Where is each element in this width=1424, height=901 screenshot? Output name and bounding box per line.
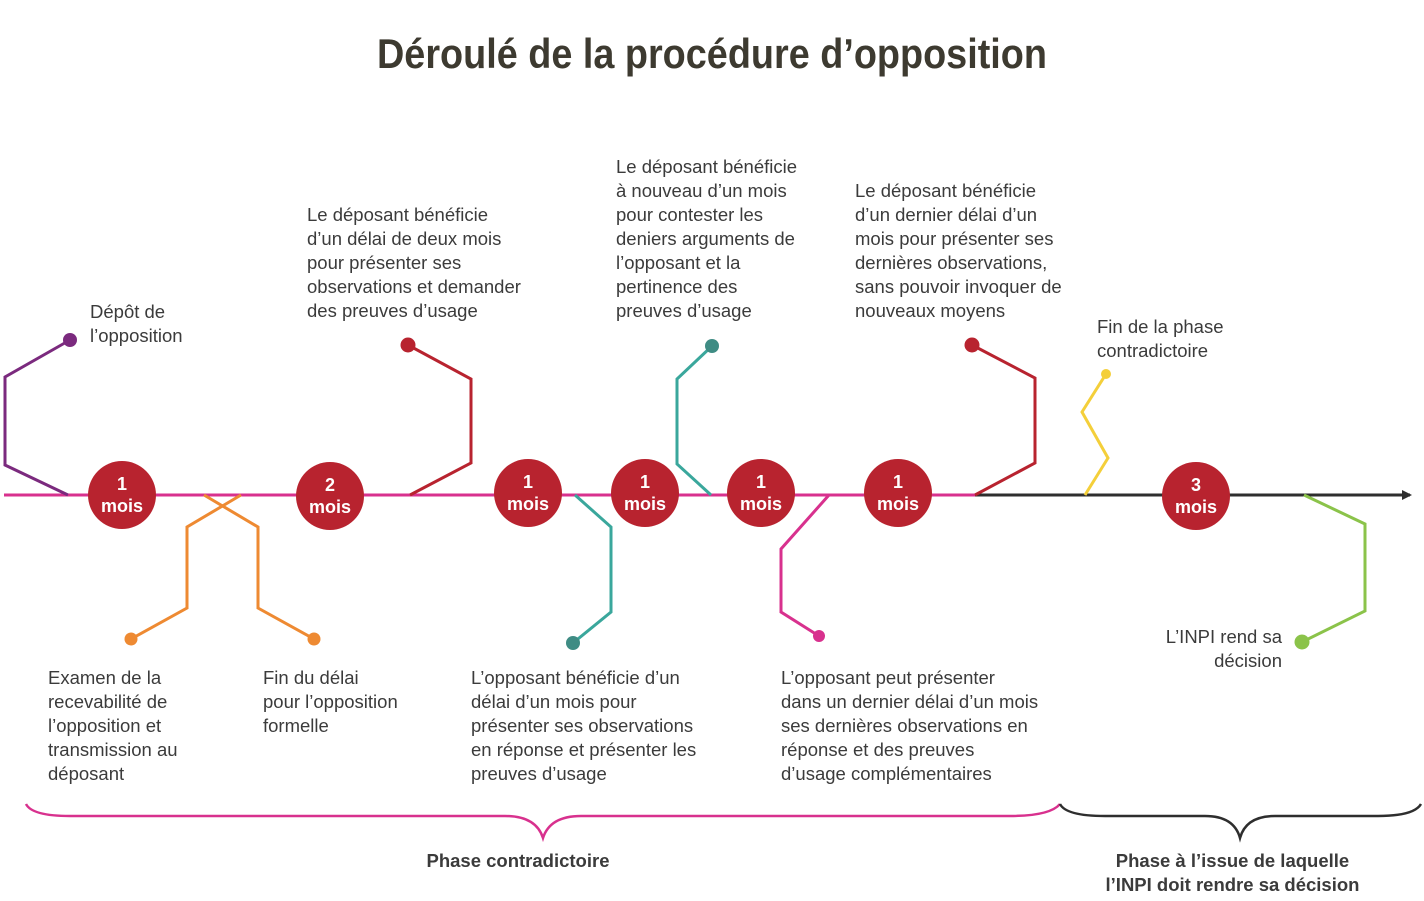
- connector-opposant-un-mois: [572, 493, 613, 645]
- badge-number: 1: [639, 472, 650, 492]
- badge-number: 2: [324, 475, 335, 495]
- phase-label-decision: Phase à l’issue de laquelle l’INPI doit …: [1105, 850, 1360, 895]
- event-label-deposant-dernier: Le déposant bénéficie d’un dernier délai…: [855, 180, 1062, 321]
- duration-badge: 1 mois: [88, 461, 156, 529]
- marker-dot-opposant-un-mois: [566, 636, 580, 650]
- marker-dot-fin-phase: [1101, 369, 1111, 379]
- page-title: Déroulé de la procédure d’opposition: [377, 30, 1047, 77]
- badge-number: 1: [116, 474, 127, 494]
- event-label-opposant-un-mois: L’opposant bénéficie d’un délai d’un moi…: [471, 667, 697, 784]
- connector-opposant-dernier: [779, 494, 831, 638]
- marker-dot-depot: [63, 333, 77, 347]
- marker-dot-inpi-decision: [1294, 634, 1310, 650]
- event-label-inpi-decision: L’INPI rend sa décision: [1165, 626, 1282, 671]
- badge-number: 3: [1190, 475, 1201, 495]
- badge-number: 1: [892, 472, 903, 492]
- duration-badge: 3 mois: [1162, 462, 1230, 530]
- connector-inpi-decision: [1301, 493, 1367, 644]
- marker-dot-deposant-dernier: [964, 337, 980, 353]
- connector-examen: [130, 493, 242, 641]
- badge-unit: mois: [506, 494, 549, 514]
- connector-deposant-nouveau: [675, 344, 714, 497]
- event-label-examen: Examen de la recevabilité de l’oppositio…: [48, 667, 178, 784]
- connector-deposant-dernier: [971, 343, 1037, 497]
- marker-dot-examen: [124, 632, 138, 646]
- brace-decision-phase: [1058, 803, 1423, 843]
- badge-unit: mois: [876, 494, 919, 514]
- duration-badge: 2 mois: [296, 462, 364, 530]
- marker-dot-deposant-nouveau: [705, 339, 719, 353]
- brace-contradictory-phase: [24, 803, 1061, 843]
- badge-unit: mois: [1174, 497, 1217, 517]
- marker-dot-deposant-deux-mois: [400, 337, 416, 353]
- badge-unit: mois: [308, 497, 351, 517]
- event-label-fin-delai: Fin du délai pour l’opposition formelle: [263, 667, 398, 736]
- badge-unit: mois: [739, 494, 782, 514]
- badge-number: 1: [522, 472, 533, 492]
- event-label-deposant-deux-mois: Le déposant bénéficie d’un délai de deux…: [307, 204, 521, 321]
- marker-dot-opposant-dernier: [813, 630, 825, 642]
- badge-unit: mois: [100, 496, 143, 516]
- badge-unit: mois: [623, 494, 666, 514]
- event-label-fin-phase: Fin de la phase contradictoire: [1097, 316, 1224, 361]
- duration-badge: 1 mois: [494, 459, 562, 527]
- connector-fin-phase: [1080, 373, 1110, 496]
- connector-deposant-deux-mois: [407, 343, 473, 497]
- duration-badge: 1 mois: [727, 459, 795, 527]
- event-label-deposant-nouveau: Le déposant bénéficie à nouveau d’un moi…: [616, 156, 798, 321]
- duration-badge: 1 mois: [611, 459, 679, 527]
- badge-number: 1: [755, 472, 766, 492]
- marker-dot-fin-delai: [307, 632, 321, 646]
- event-label-opposant-dernier: L’opposant peut présenter dans un dernie…: [781, 667, 1039, 784]
- event-label-depot: Dépôt de l’opposition: [90, 301, 183, 346]
- duration-badge: 1 mois: [864, 459, 932, 527]
- connector-fin-delai: [203, 493, 315, 641]
- connector-depot: [3, 338, 71, 497]
- phase-label-contradictory: Phase contradictoire: [426, 850, 610, 871]
